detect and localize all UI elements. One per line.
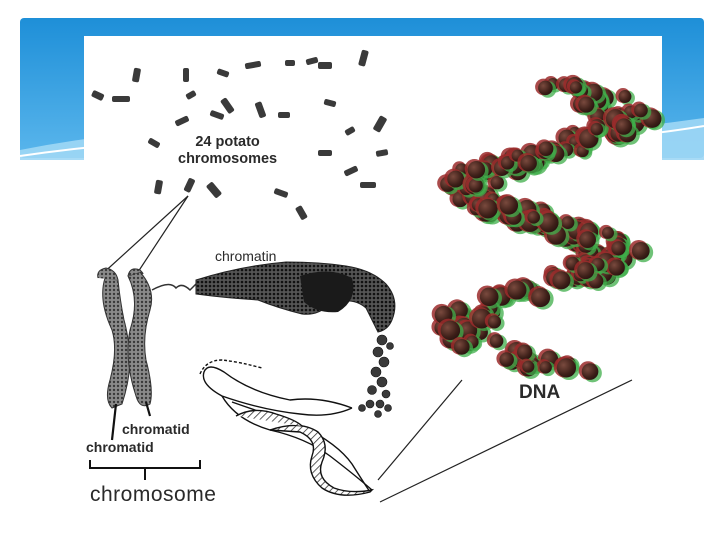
potato-chromosomes bbox=[91, 49, 389, 220]
chromosome-bracket bbox=[89, 460, 201, 480]
dna-bead bbox=[634, 103, 648, 118]
dna-bead bbox=[516, 344, 533, 360]
dna-bead bbox=[520, 154, 537, 172]
dna-bead bbox=[569, 81, 583, 94]
dna-bead-helix bbox=[431, 74, 666, 383]
potato-label-line2: chromosomes bbox=[178, 151, 278, 167]
dna-bead bbox=[499, 352, 514, 367]
dna-bead bbox=[538, 141, 554, 157]
dna-double-helix bbox=[199, 359, 375, 496]
dna-bead bbox=[478, 198, 498, 219]
pointer-lines bbox=[99, 195, 633, 503]
x-chromosome bbox=[97, 267, 153, 409]
dna-bead bbox=[440, 320, 461, 341]
dna-bead bbox=[579, 231, 596, 249]
chromatid-label-lower: chromatid bbox=[86, 439, 154, 455]
dna-bead bbox=[581, 363, 599, 380]
chromatin-label: chromatin bbox=[215, 248, 277, 264]
dna-bead bbox=[447, 170, 465, 188]
dna-bead bbox=[527, 211, 541, 224]
chromatin-fiber bbox=[151, 261, 396, 418]
dna-bead bbox=[577, 262, 595, 280]
dna-bead bbox=[552, 271, 571, 290]
dna-bead bbox=[631, 242, 650, 260]
chromatid-markers bbox=[110, 401, 152, 441]
dna-bead bbox=[490, 175, 504, 190]
dna-bead bbox=[578, 96, 595, 113]
chromatid-label-upper: chromatid bbox=[122, 421, 190, 437]
dna-bead bbox=[561, 216, 575, 230]
potato-label-line1: 24 potato bbox=[195, 134, 260, 150]
dna-bead bbox=[556, 358, 577, 378]
dna-bead bbox=[467, 160, 486, 179]
dna-bead bbox=[468, 178, 483, 193]
dna-label: DNA bbox=[519, 382, 561, 403]
dna-bead bbox=[499, 196, 519, 215]
dna-bead bbox=[539, 361, 552, 374]
dna-bead bbox=[489, 334, 504, 348]
dna-bead bbox=[453, 338, 470, 355]
dna-bead bbox=[487, 315, 502, 329]
dna-bead bbox=[601, 226, 615, 239]
dna-bead bbox=[479, 287, 499, 307]
dna-bead bbox=[615, 118, 633, 135]
dna-bead bbox=[531, 288, 551, 308]
potato-chromosomes-label: 24 potato chromosomes bbox=[178, 134, 277, 168]
dna-bead bbox=[522, 360, 535, 373]
dna-bead bbox=[538, 80, 553, 96]
dna-bead bbox=[608, 259, 625, 276]
dna-bead bbox=[507, 280, 527, 300]
dna-bead bbox=[611, 241, 626, 256]
dna-bead bbox=[590, 122, 604, 136]
dna-bead bbox=[539, 212, 559, 233]
chromosome-label: chromosome bbox=[90, 483, 217, 506]
dna-bead bbox=[618, 90, 632, 103]
